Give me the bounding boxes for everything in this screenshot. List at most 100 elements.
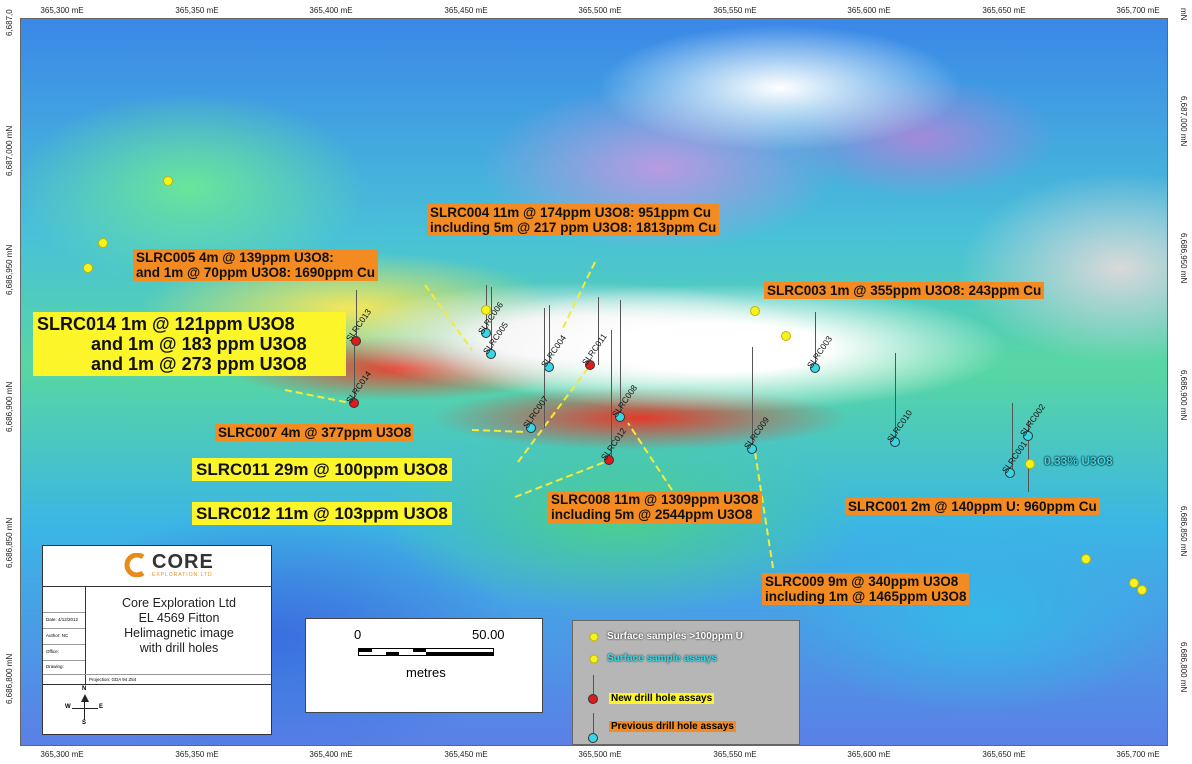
label-slrc014: SLRC014 1m @ 121ppm U3O8 and 1m @ 183 pp… [33, 312, 346, 377]
label-line: including 1m @ 1465ppm U3O8 [765, 589, 967, 605]
label-slrc004: SLRC004 11m @ 174ppm U3O8: 951ppm Cu inc… [427, 204, 720, 237]
label-line: SLRC004 11m @ 174ppm U3O8: 951ppm Cu [430, 205, 712, 220]
label-slrc001: SLRC001 2m @ 140ppm U: 960ppm Cu [845, 498, 1100, 516]
northing-tick-right: 6,686,950 mN [1179, 233, 1188, 284]
drill-hole-collar[interactable] [615, 412, 625, 422]
legend-hole-trace [593, 675, 594, 697]
legend-label: Surface sample assays [607, 653, 718, 664]
corner-label: mN [1179, 8, 1188, 21]
drill-hole-collar[interactable] [585, 360, 595, 370]
label-line: SLRC008 11m @ 1309ppm U3O8 [551, 492, 759, 507]
drill-hole-collar[interactable] [1005, 468, 1015, 478]
drill-hole-collar[interactable] [486, 349, 496, 359]
drill-hole-collar[interactable] [604, 455, 614, 465]
date-field: Date: 4/12/2012 [46, 617, 79, 622]
drill-hole-collar[interactable] [747, 444, 757, 454]
author-field: Author: NC [46, 633, 69, 638]
label-slrc011: SLRC011 29m @ 100ppm U3O8 [192, 458, 452, 482]
hole-trace [611, 330, 612, 460]
surface-sample[interactable] [98, 238, 108, 248]
easting-tick-top: 365,650 mE [982, 6, 1026, 15]
label-line: including 5m @ 2544ppm U3O8 [551, 507, 753, 523]
easting-tick-top: 365,550 mE [713, 6, 757, 15]
easting-tick-bottom: 365,600 mE [847, 750, 891, 759]
easting-tick-bottom: 365,400 mE [309, 750, 353, 759]
label-line: SLRC009 9m @ 340ppm U3O8 [765, 574, 959, 589]
surface-sample[interactable] [1129, 578, 1139, 588]
label-slrc008: SLRC008 11m @ 1309ppm U3O8 including 5m … [548, 491, 762, 524]
hole-trace [598, 297, 599, 365]
map-title: Core Exploration Ltd EL 4569 Fitton Heli… [87, 596, 271, 656]
surface-sample[interactable] [163, 176, 173, 186]
legend-hole-trace [593, 713, 594, 735]
leader-slrc007 [471, 429, 528, 433]
northing-tick-right: 6,687,000 mN [1179, 96, 1188, 147]
hole-trace [815, 312, 816, 368]
northing-tick-right: 6,686,850 mN [1179, 506, 1188, 557]
core-logo-icon [124, 553, 145, 577]
legend-label: Previous drill hole assays [609, 721, 736, 732]
hole-trace [620, 300, 621, 417]
northing-tick-left: 6,686,800 mN [5, 653, 14, 704]
scale-end: 50.00 [472, 627, 505, 642]
hole-trace [354, 344, 355, 403]
south-label: S [82, 720, 87, 726]
company-name: Core Exploration Ltd [122, 596, 236, 610]
leader-slrc012 [514, 461, 606, 498]
legend-symbol-prev-hole [588, 733, 598, 743]
drill-hole-collar[interactable] [1023, 431, 1033, 441]
surface-sample[interactable] [1025, 459, 1035, 469]
scale-bar: 0 50.00 metres [305, 618, 543, 713]
leader-slrc004 [561, 261, 596, 331]
drill-hole-collar[interactable] [349, 398, 359, 408]
hole-trace [1012, 403, 1013, 473]
easting-tick-bottom: 365,650 mE [982, 750, 1026, 759]
easting-tick-bottom: 365,500 mE [578, 750, 622, 759]
surface-sample[interactable] [481, 305, 491, 315]
easting-tick-top: 365,500 mE [578, 6, 622, 15]
drill-hole-collar[interactable] [526, 423, 536, 433]
leader-slrc005 [424, 284, 473, 351]
title-block: CORE EXPLORATION LTD Date: 4/12/2012 Aut… [42, 545, 272, 735]
logo-text: CORE [152, 551, 214, 573]
hole-trace [895, 353, 896, 442]
label-slrc005: SLRC005 4m @ 139ppm U3O8: and 1m @ 70ppm… [133, 249, 378, 282]
core-logo: CORE EXPLORATION LTD [123, 552, 214, 578]
drill-hole-collar[interactable] [890, 437, 900, 447]
easting-tick-bottom: 365,350 mE [175, 750, 219, 759]
legend-symbol-surface-high [589, 632, 599, 642]
northing-tick-left: 6,687,000 mN [5, 125, 14, 176]
west-label: W [65, 704, 71, 710]
drill-hole-collar[interactable] [481, 328, 491, 338]
easting-tick-top: 365,700 mE [1116, 6, 1160, 15]
easting-tick-bottom: 365,550 mE [713, 750, 757, 759]
surface-sample[interactable] [750, 306, 760, 316]
label-slrc009: SLRC009 9m @ 340ppm U3O8 including 1m @ … [762, 573, 970, 606]
drill-hole-collar[interactable] [810, 363, 820, 373]
label-slrc012: SLRC012 11m @ 103ppm U3O8 [192, 502, 452, 526]
logo-subtext: EXPLORATION LTD [152, 572, 213, 578]
office-field: Office: [46, 649, 59, 654]
easting-tick-top: 365,600 mE [847, 6, 891, 15]
easting-tick-bottom: 365,300 mE [40, 750, 84, 759]
leader-slrc008 [627, 422, 673, 491]
east-label: E [99, 704, 104, 710]
surface-sample[interactable] [1137, 585, 1147, 595]
surface-sample[interactable] [781, 331, 791, 341]
label-line: including 5m @ 217 ppm U3O8: 1813ppm Cu [430, 220, 717, 236]
label-line: and 1m @ 183 ppm U3O8 [91, 334, 307, 355]
legend-label: New drill hole assays [609, 693, 715, 704]
northing-tick-left: 6,686,850 mN [5, 517, 14, 568]
legend: Surface samples >100ppm U Surface sample… [572, 620, 800, 745]
scale-start: 0 [354, 627, 362, 642]
label-line: SLRC014 1m @ 121ppm U3O8 [37, 314, 295, 334]
drill-hole-collar[interactable] [351, 336, 361, 346]
easting-tick-bottom: 365,450 mE [444, 750, 488, 759]
surface-sample[interactable] [1081, 554, 1091, 564]
label-line: SLRC005 4m @ 139ppm U3O8: [136, 250, 334, 265]
surface-sample[interactable] [83, 263, 93, 273]
label-slrc007: SLRC007 4m @ 377ppm U3O8 [215, 424, 415, 442]
hole-trace [544, 308, 545, 428]
tenement-name: EL 4569 Fitton [138, 611, 220, 625]
